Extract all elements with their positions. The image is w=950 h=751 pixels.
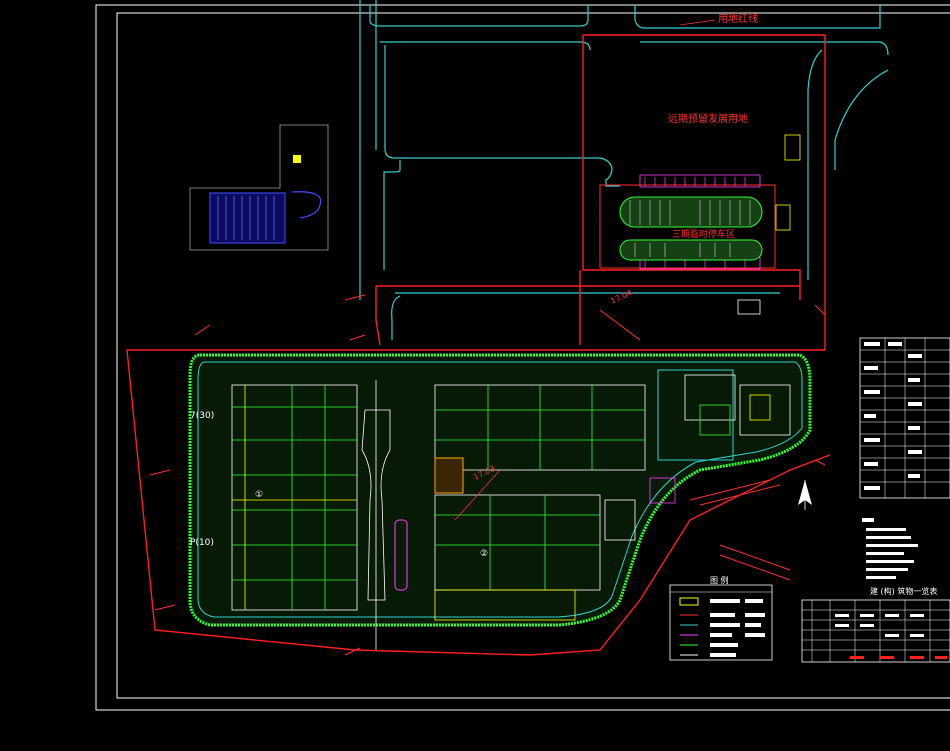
parking-area: 三期临时停车区 <box>599 134 801 270</box>
north-arrow-icon <box>798 480 812 510</box>
building-table-title: 建 (构) 筑物一览表 <box>870 586 937 596</box>
building-2-number: ② <box>480 549 488 559</box>
factory-site <box>188 353 812 627</box>
outer-frame <box>95 4 950 711</box>
annotations <box>149 294 826 656</box>
auxiliary-buildings <box>604 299 791 541</box>
gatehouse-block <box>189 124 329 251</box>
design-notes <box>862 518 918 579</box>
inner-frame <box>116 12 950 699</box>
building-list-table: 建 (构) 筑物一览表 <box>801 586 950 663</box>
parking-area-label: 三期临时停车区 <box>672 228 735 240</box>
building-2: ② <box>434 384 646 621</box>
reserve-land: 远期预留发展用地 用地红线 <box>668 12 758 125</box>
roads <box>359 0 889 340</box>
reserve-land-label: 远期预留发展用地 <box>668 112 748 125</box>
grid-label-p: P(10) <box>190 538 214 548</box>
legend-title: 图 例 <box>710 575 729 585</box>
building-1: ① <box>231 384 358 611</box>
grid-label-7: 7(30) <box>190 411 214 421</box>
central-corridor <box>361 380 408 650</box>
legend: 图 例 <box>669 575 773 661</box>
indicator-table <box>859 337 950 499</box>
red-line-label: 用地红线 <box>718 12 758 25</box>
building-1-number: ① <box>255 490 263 500</box>
